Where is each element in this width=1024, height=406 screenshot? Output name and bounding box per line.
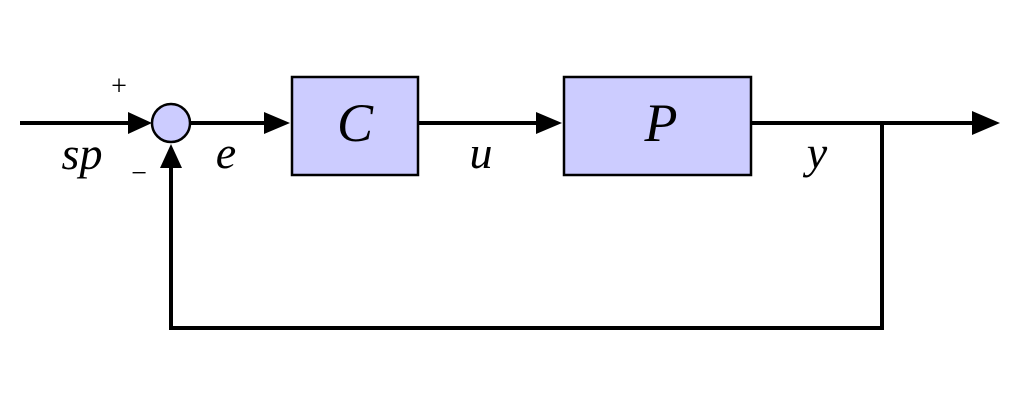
- feedback-arrowhead: [160, 144, 182, 168]
- error-label: e: [216, 127, 236, 178]
- summing-junction: [150, 102, 192, 144]
- output-label: y: [803, 127, 828, 178]
- control-signal-arrowhead: [536, 112, 562, 134]
- setpoint-label: sp: [62, 128, 103, 179]
- plus-sign: +: [111, 71, 127, 102]
- output-arrowhead: [972, 111, 1000, 135]
- error-arrowhead: [264, 112, 290, 134]
- setpoint-arrowhead: [128, 112, 152, 134]
- control-signal-label: u: [470, 127, 493, 178]
- plant-block: [562, 75, 753, 177]
- minus-sign: −: [131, 158, 147, 189]
- plant-label: P: [644, 93, 678, 153]
- controller-label: C: [337, 93, 374, 153]
- controller-block: [290, 75, 420, 177]
- feedback-line: [169, 123, 884, 330]
